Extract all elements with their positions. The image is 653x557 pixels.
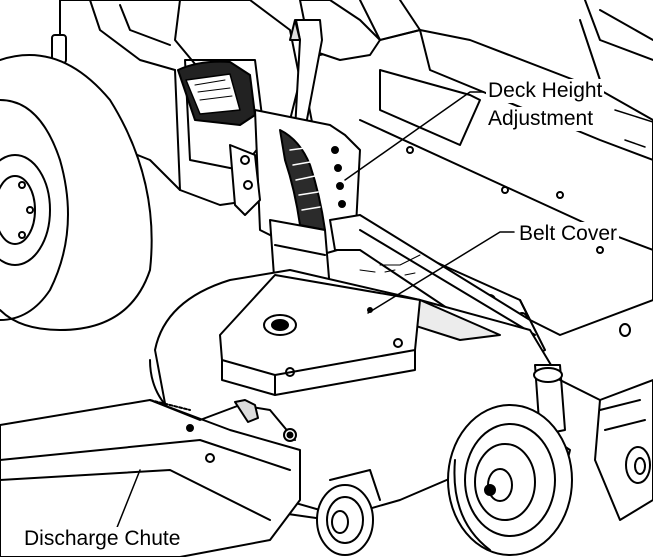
deck-roller: [316, 469, 381, 556]
right-edge-parts: [559, 379, 653, 521]
label-deck-height-line2: Adjustment: [486, 107, 596, 131]
label-belt-cover: Belt Cover: [517, 222, 620, 246]
rear-wheel: [0, 54, 153, 331]
discharge-chute: [0, 399, 301, 557]
label-discharge-chute: Discharge Chute: [22, 527, 183, 551]
label-deck-height-line1: Deck Height: [486, 79, 605, 103]
leader-belt-cover: [367, 231, 515, 314]
leader-deck-height: [344, 91, 485, 181]
front-caster-wheel: [447, 364, 573, 556]
